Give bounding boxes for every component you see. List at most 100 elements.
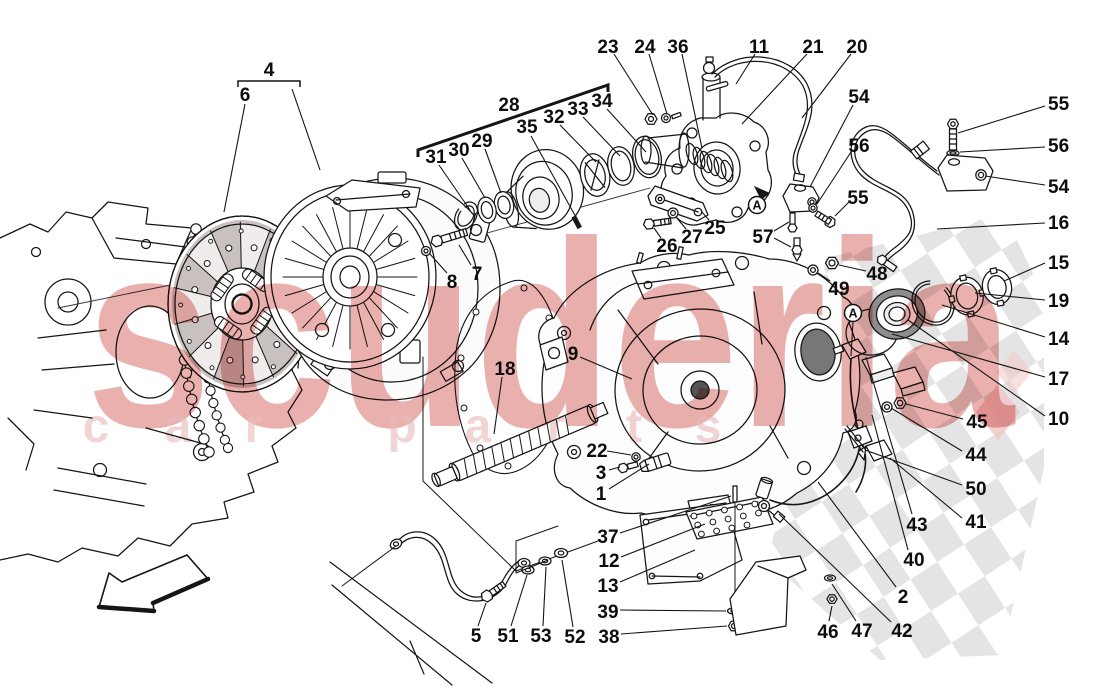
svg-text:1: 1: [596, 484, 607, 505]
part-label-28: 28: [416, 82, 610, 157]
svg-text:19: 19: [1048, 291, 1069, 312]
svg-text:17: 17: [1048, 369, 1069, 390]
sensor-harness-drawing: [769, 256, 926, 506]
svg-text:31: 31: [425, 147, 447, 168]
part-label-53: 53: [530, 566, 552, 647]
svg-text:21: 21: [802, 37, 824, 58]
part-label-30: 30: [448, 140, 486, 199]
part-label-54: 54: [984, 175, 1070, 198]
fork-25: [647, 185, 709, 222]
svg-text:25: 25: [704, 218, 726, 239]
svg-text:36: 36: [667, 37, 688, 58]
svg-text:50: 50: [965, 479, 986, 500]
svg-text:37: 37: [597, 527, 618, 548]
part-label-21: 21: [741, 37, 824, 125]
svg-text:56: 56: [848, 136, 869, 157]
part-label-14: 14: [941, 304, 1070, 350]
svg-text:44: 44: [965, 445, 987, 466]
watermark-letter: a: [165, 400, 192, 453]
pin-11: [705, 80, 729, 92]
part-label-10: 10: [907, 319, 1069, 430]
svg-text:55: 55: [847, 188, 869, 209]
bolt-7: [430, 227, 469, 248]
part-label-3: 3: [596, 463, 621, 484]
watermark-letter: r: [245, 400, 264, 453]
svg-text:32: 32: [543, 107, 564, 128]
part-label-24: 24: [634, 37, 668, 115]
part-label-37: 37: [597, 495, 732, 548]
part-label-55: 55: [957, 94, 1070, 134]
part-label-44: 44: [890, 407, 987, 466]
part-label-36: 36: [667, 37, 703, 149]
part-label-27: 27: [675, 216, 703, 248]
part-label-29: 29: [471, 131, 502, 194]
part-label-43: 43: [865, 356, 928, 536]
part-label-20: 20: [801, 37, 868, 119]
part-label-7: 7: [458, 244, 483, 285]
part-label-51: 51: [497, 574, 528, 647]
hydraulic-pipe-drawing: [711, 56, 813, 183]
svg-text:34: 34: [591, 91, 613, 112]
svg-text:4: 4: [264, 60, 275, 81]
part-label-54: 54: [809, 87, 870, 188]
svg-text:54: 54: [848, 87, 870, 108]
svg-text:52: 52: [564, 627, 585, 648]
svg-text:7: 7: [472, 264, 483, 285]
watermark-letter: p: [387, 400, 416, 453]
svg-text:9: 9: [568, 344, 579, 365]
svg-text:40: 40: [903, 550, 924, 571]
part-label-47: 47: [831, 583, 873, 642]
ring-nut-19: [948, 274, 986, 318]
bolt-55: [814, 210, 836, 229]
watermark-letter: a: [465, 400, 492, 453]
part-label-42: 42: [778, 513, 913, 642]
part-label-38: 38: [598, 625, 728, 648]
svg-text:14: 14: [1048, 329, 1070, 350]
svg-text:27: 27: [681, 227, 702, 248]
part-label-31: 31: [425, 147, 471, 211]
svg-text:43: 43: [906, 515, 927, 536]
part-label-15: 15: [1003, 253, 1070, 282]
part-label-57: 57: [752, 221, 792, 248]
bearing-group-drawing: [845, 267, 1013, 356]
part-label-49: 49: [817, 272, 850, 300]
pressure-plate-drawing: [263, 171, 501, 401]
part-label-33: 33: [567, 99, 621, 157]
part-label-4: 4: [237, 60, 321, 171]
watermark-brand: scuderia: [86, 187, 1015, 483]
svg-text:49: 49: [828, 279, 849, 300]
part-label-46: 46: [817, 605, 839, 643]
svg-text:29: 29: [471, 131, 492, 152]
svg-text:54: 54: [1048, 177, 1070, 198]
svg-text:41: 41: [965, 512, 987, 533]
part-label-32: 32: [543, 107, 597, 163]
part-label-56: 56: [959, 136, 1069, 157]
part-label-41: 41: [889, 457, 987, 533]
part-label-23: 23: [597, 37, 654, 116]
part-label-55: 55: [834, 188, 869, 217]
watermark-letter: r: [547, 400, 566, 453]
svg-text:5: 5: [471, 626, 482, 647]
part-label-16: 16: [936, 213, 1069, 234]
svg-text:8: 8: [447, 272, 458, 293]
svg-text:42: 42: [891, 621, 912, 642]
part-label-26: 26: [653, 227, 678, 257]
svg-text:18: 18: [494, 359, 515, 380]
svg-text:55: 55: [1048, 94, 1070, 115]
svg-text:3: 3: [596, 463, 607, 484]
svg-text:39: 39: [597, 602, 618, 623]
svg-text:46: 46: [817, 622, 838, 643]
svg-text:10: 10: [1048, 409, 1069, 430]
detail-marker-A: A: [843, 303, 863, 357]
part-label-6: 6: [223, 85, 250, 213]
part-label-56: 56: [816, 136, 870, 205]
svg-text:33: 33: [567, 99, 588, 120]
part-label-1: 1: [596, 463, 650, 505]
part-label-9: 9: [568, 344, 633, 380]
part-label-5: 5: [471, 602, 487, 647]
part-label-18: 18: [493, 359, 516, 435]
svg-text:11: 11: [749, 37, 770, 58]
